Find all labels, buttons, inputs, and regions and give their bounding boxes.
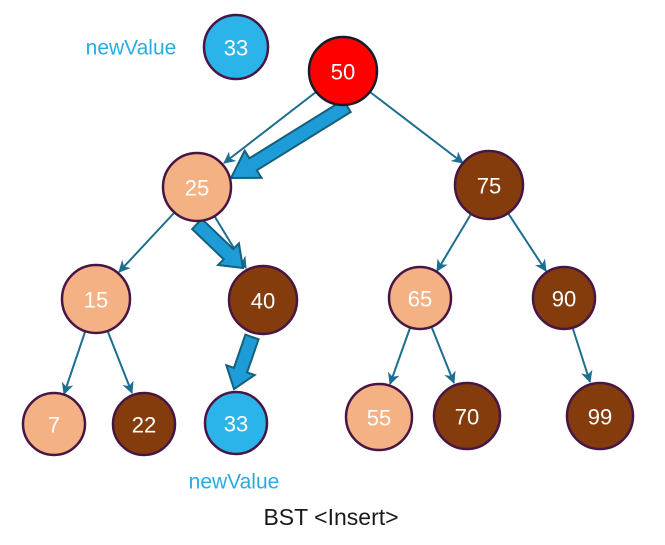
- node-50: [307, 35, 379, 107]
- node-15: [60, 263, 132, 335]
- node-90-label: 90: [552, 287, 576, 312]
- node-75: [453, 149, 525, 221]
- edge-65-70: [431, 327, 456, 384]
- insert-path-arrow-40-33: [224, 333, 260, 391]
- edge-75-90: [507, 212, 547, 272]
- diagram-title: BST <Insert>: [263, 504, 398, 530]
- node-33-label: 33: [224, 412, 248, 437]
- tree-nodes: 50 25 75 15 40 65 90 7 22 33 55 70: [21, 35, 635, 457]
- node-50-label: 50: [331, 60, 355, 85]
- edge-50-75: [369, 91, 464, 164]
- node-75-label: 75: [477, 174, 501, 199]
- node-22-label: 22: [132, 413, 156, 438]
- node-25-label: 25: [185, 176, 209, 201]
- node-99: [565, 381, 635, 451]
- tree-edges: [61, 91, 593, 395]
- edge-65-55: [388, 327, 411, 385]
- new-value-legend-node-label: 33: [224, 36, 248, 61]
- node-7-label: 7: [48, 413, 60, 438]
- node-90: [531, 265, 597, 331]
- node-99-label: 99: [588, 405, 612, 430]
- node-65-label: 65: [408, 287, 432, 312]
- node-55: [344, 382, 414, 452]
- edge-50-25: [223, 91, 317, 164]
- edge-90-99: [572, 328, 593, 383]
- node-7: [21, 391, 87, 457]
- node-22: [111, 391, 177, 457]
- node-55-label: 55: [367, 406, 391, 431]
- insert-path-arrow-25-40: [190, 217, 245, 270]
- node-70: [432, 381, 502, 451]
- insert-path-arrow-50-25: [229, 98, 353, 180]
- node-70-label: 70: [455, 405, 479, 430]
- node-33-inserted: [203, 390, 269, 456]
- new-value-label-bottom: newValue: [189, 471, 280, 494]
- edge-15-7: [61, 331, 86, 395]
- new-value-legend-node: [202, 13, 270, 81]
- new-value-legend: 33 newValue: [86, 13, 270, 81]
- edge-25-15: [118, 212, 175, 273]
- node-15-label: 15: [84, 288, 108, 313]
- new-value-label-top: newValue: [86, 37, 177, 60]
- edge-75-65: [436, 213, 472, 272]
- insert-path-arrows: [190, 98, 353, 391]
- node-40: [227, 264, 299, 336]
- edge-15-22: [107, 331, 134, 394]
- node-25: [161, 151, 233, 223]
- node-40-label: 40: [251, 289, 275, 314]
- node-65: [387, 265, 453, 331]
